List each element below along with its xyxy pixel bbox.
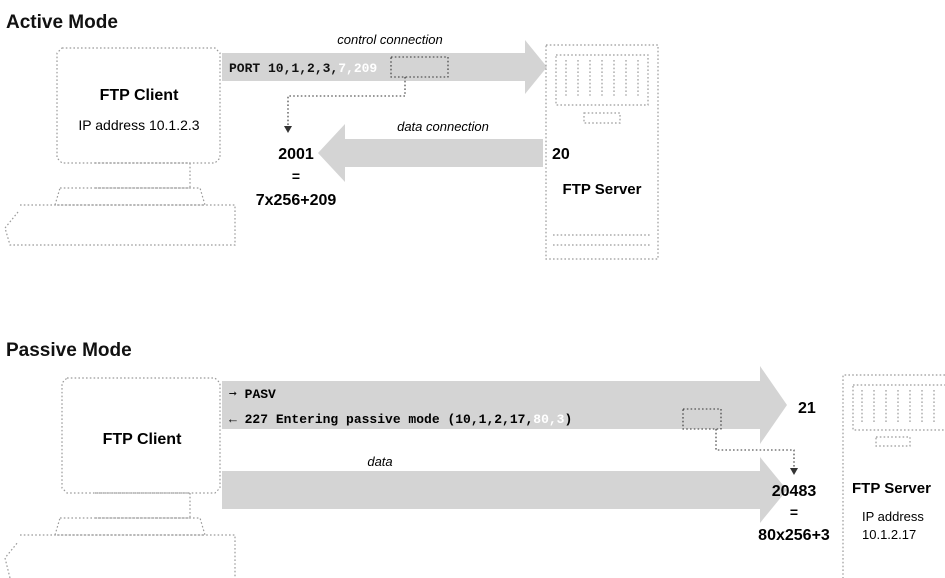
passive-mode-title: Passive Mode (6, 340, 132, 361)
passive-client-computer (4, 377, 236, 578)
active-client-port: 2001 (278, 146, 314, 163)
passive-data-label: data (367, 454, 392, 469)
active-data-arrow (318, 124, 543, 182)
passive-reply-line: ← 227 Entering passive mode (10,1,2,17,8… (229, 412, 572, 427)
passive-data-arrow (222, 457, 787, 523)
passive-server-ip-line2: 10.1.2.17 (862, 527, 916, 542)
active-equals: = (292, 168, 300, 184)
passive-control-port: 21 (798, 400, 816, 417)
active-client-computer (4, 47, 236, 246)
active-pointer-arrowhead (284, 126, 292, 133)
right-arrow-icon: ➞ (229, 387, 245, 402)
active-port-command: PORT 10,1,2,3,7,209 (229, 61, 377, 76)
active-server-label: FTP Server (563, 181, 642, 198)
active-client-ip: IP address 10.1.2.3 (78, 117, 199, 133)
active-client-label: FTP Client (100, 87, 179, 104)
passive-pasv-line: ➞ PASV (229, 387, 276, 402)
active-control-label: control connection (337, 32, 443, 47)
left-arrow-icon: ← (229, 412, 245, 427)
active-data-label: data connection (397, 119, 489, 134)
passive-port-calc: 80x256+3 (758, 527, 830, 544)
passive-data-port: 20483 (772, 483, 817, 500)
active-control-arrow (222, 40, 547, 94)
active-server-port: 20 (552, 146, 570, 163)
passive-pointer-arrowhead (790, 468, 798, 475)
active-port-highlight: 7,209 (338, 61, 377, 76)
passive-server-tower (842, 374, 945, 578)
passive-port-highlight: 80,3 (533, 412, 564, 427)
passive-client-label: FTP Client (103, 431, 182, 448)
active-mode-title: Active Mode (6, 12, 118, 33)
passive-equals: = (790, 504, 798, 520)
passive-control-arrow (222, 366, 787, 444)
active-server-tower (545, 44, 659, 260)
active-port-calc: 7x256+209 (256, 192, 337, 209)
passive-server-ip-line1: IP address (862, 509, 924, 524)
passive-server-label: FTP Server (852, 480, 931, 497)
